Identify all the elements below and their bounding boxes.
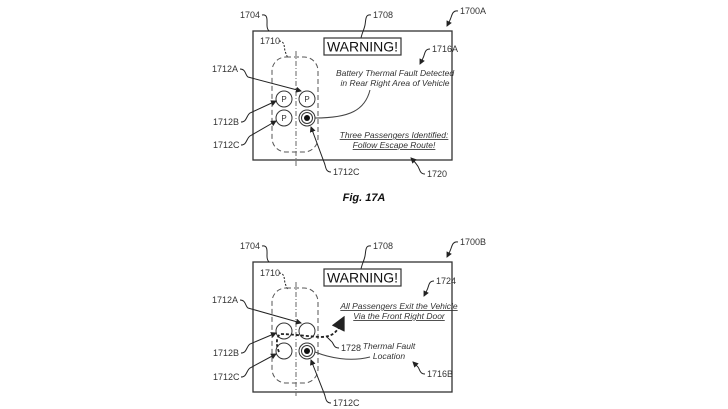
leader-line <box>239 68 302 93</box>
figure-17b: 1700B 1704 1708 WARNING! 1710 1728 1712A <box>212 237 486 408</box>
ref-label-vehicle: 1710 <box>260 268 280 278</box>
leader-line <box>310 359 332 404</box>
ref-label-display: 1704 <box>240 241 260 251</box>
leader-line <box>326 336 340 349</box>
leader-line <box>419 48 431 65</box>
thermal-fault-seat <box>298 109 316 127</box>
instruction-line: Via the Front Right Door <box>353 311 446 321</box>
ref-label-vehicle: 1710 <box>260 36 280 46</box>
instruction-line: Follow Escape Route! <box>353 140 436 150</box>
warning-text: WARNING! <box>327 39 398 55</box>
display-frame <box>252 261 453 393</box>
passenger-marker: P <box>304 95 309 104</box>
instruction-line: All Passengers Exit the Vehicle <box>339 301 458 311</box>
ref-label-fault: 1716B <box>427 369 453 379</box>
leader-line <box>446 10 459 27</box>
escape-route-arrow <box>275 315 345 353</box>
ref-label-display: 1704 <box>240 10 260 20</box>
ref-label-instruction: 1724 <box>436 276 456 286</box>
ref-label-frame: 1700B <box>460 237 486 247</box>
seat-front-right <box>298 90 316 108</box>
leader-line <box>240 332 277 354</box>
ref-label-seat: 1712A <box>212 64 238 74</box>
leader-line <box>278 40 289 59</box>
ref-label-warning: 1708 <box>373 241 393 251</box>
seat-rear-left <box>275 109 293 127</box>
instruction-line: Three Passengers Identified: <box>340 130 449 140</box>
leader-line <box>423 280 435 297</box>
ref-label-seat: 1712C <box>333 167 360 177</box>
connector-curve <box>314 351 371 360</box>
leader-line <box>360 245 372 270</box>
ref-label-seat: 1712B <box>213 117 239 127</box>
seat-rear-left <box>275 342 293 360</box>
figure-17a: 1700A 1704 1708 WARNING! 1710 P P P 1712… <box>212 6 486 204</box>
leader-line <box>360 14 372 39</box>
fault-message-line: in Rear Right Area of Vehicle <box>341 78 450 88</box>
ref-label-seat: 1712A <box>212 295 238 305</box>
leader-line <box>261 14 270 32</box>
leader-line <box>410 157 426 175</box>
ref-label-seat: 1712C <box>213 140 240 150</box>
leader-line <box>261 245 270 263</box>
fault-message-line: Battery Thermal Fault Detected <box>336 68 454 78</box>
leader-line <box>278 272 289 291</box>
ref-label-instruction: 1720 <box>427 169 447 179</box>
ref-label-seat: 1712C <box>213 372 240 382</box>
passenger-marker: P <box>281 114 286 123</box>
warning-box <box>323 37 402 56</box>
warning-text: WARNING! <box>327 270 398 286</box>
passenger-marker: P <box>281 95 286 104</box>
display-frame <box>252 30 453 161</box>
ref-label-seat: 1712C <box>333 398 360 408</box>
thermal-fault-seat <box>298 342 316 360</box>
ref-label-route: 1728 <box>341 343 361 353</box>
leader-line <box>240 120 277 146</box>
fault-location-line: Thermal Fault <box>363 341 416 351</box>
seat-front-left <box>275 90 293 108</box>
leader-line <box>240 353 277 378</box>
connector-curve <box>314 89 371 119</box>
ref-label-warning: 1708 <box>373 10 393 20</box>
leader-line <box>240 100 277 123</box>
leader-line <box>309 126 332 173</box>
warning-box <box>323 268 402 287</box>
fault-location-line: Location <box>373 351 405 361</box>
leader-line <box>239 299 302 325</box>
leader-line <box>446 241 459 258</box>
ref-label-message: 1716A <box>432 44 458 54</box>
ref-label-frame: 1700A <box>460 6 486 16</box>
leader-line <box>412 361 426 375</box>
figure-caption: Fig. 17A <box>343 192 386 204</box>
ref-label-seat: 1712B <box>213 348 239 358</box>
